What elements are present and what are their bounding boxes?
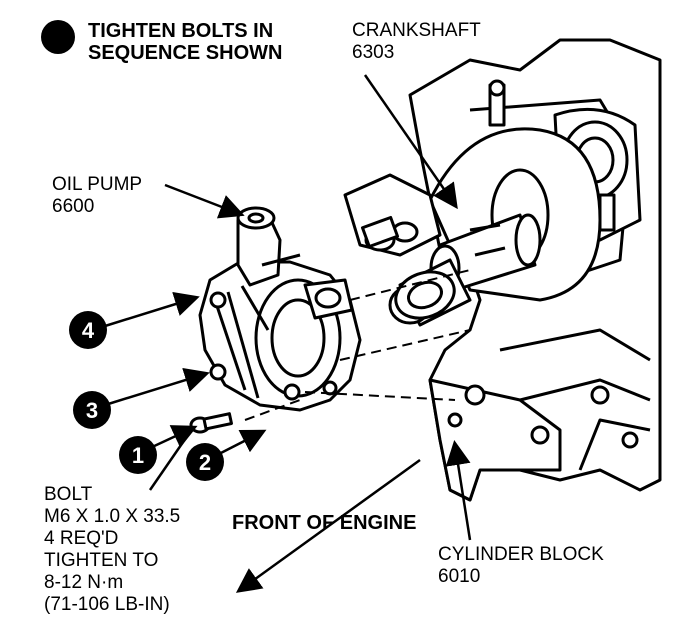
- alignment-lines: [244, 269, 471, 421]
- sequence-marker-3: 3: [73, 391, 111, 429]
- bolt-label: BOLT: [44, 484, 93, 505]
- oil-pump-label: OIL PUMP: [52, 174, 143, 195]
- bolt-tighten-label: TIGHTEN TO: [44, 550, 159, 571]
- note-line-2: SEQUENCE SHOWN: [88, 42, 283, 64]
- front-of-engine-label: FRONT OF ENGINE: [232, 512, 417, 534]
- bolt-torque-imperial: (71-106 LB-IN): [44, 594, 170, 615]
- sequence-marker-2: 2: [186, 443, 224, 481]
- note-line-1: TIGHTEN BOLTS IN: [88, 20, 274, 42]
- svg-text:3: 3: [86, 398, 98, 423]
- bolt-drawing: [189, 412, 233, 434]
- cylinder-block-part-number: 6010: [438, 566, 481, 587]
- leader-lines: [104, 74, 472, 593]
- cylinder-block-label: CYLINDER BLOCK: [438, 544, 604, 565]
- note-bullet-icon: [41, 20, 75, 54]
- sequence-marker-1: 1: [119, 436, 157, 474]
- crankshaft-label: CRANKSHAFT: [352, 20, 481, 41]
- svg-text:1: 1: [132, 443, 144, 468]
- sequence-marker-4: 4: [69, 311, 107, 349]
- oil-pump-drawing: [198, 206, 362, 412]
- svg-text:2: 2: [199, 450, 211, 475]
- oil-pump-part-number: 6600: [52, 196, 95, 217]
- bolt-quantity: 4 REQ'D: [44, 528, 119, 549]
- upper-block-parts: [343, 173, 442, 257]
- svg-text:4: 4: [82, 318, 95, 343]
- bolt-size: M6 X 1.0 X 33.5: [44, 506, 181, 527]
- front-seal-drawing: [394, 270, 456, 320]
- crankshaft-part-number: 6303: [352, 42, 395, 63]
- bolt-torque-metric: 8-12 N·m: [44, 572, 124, 593]
